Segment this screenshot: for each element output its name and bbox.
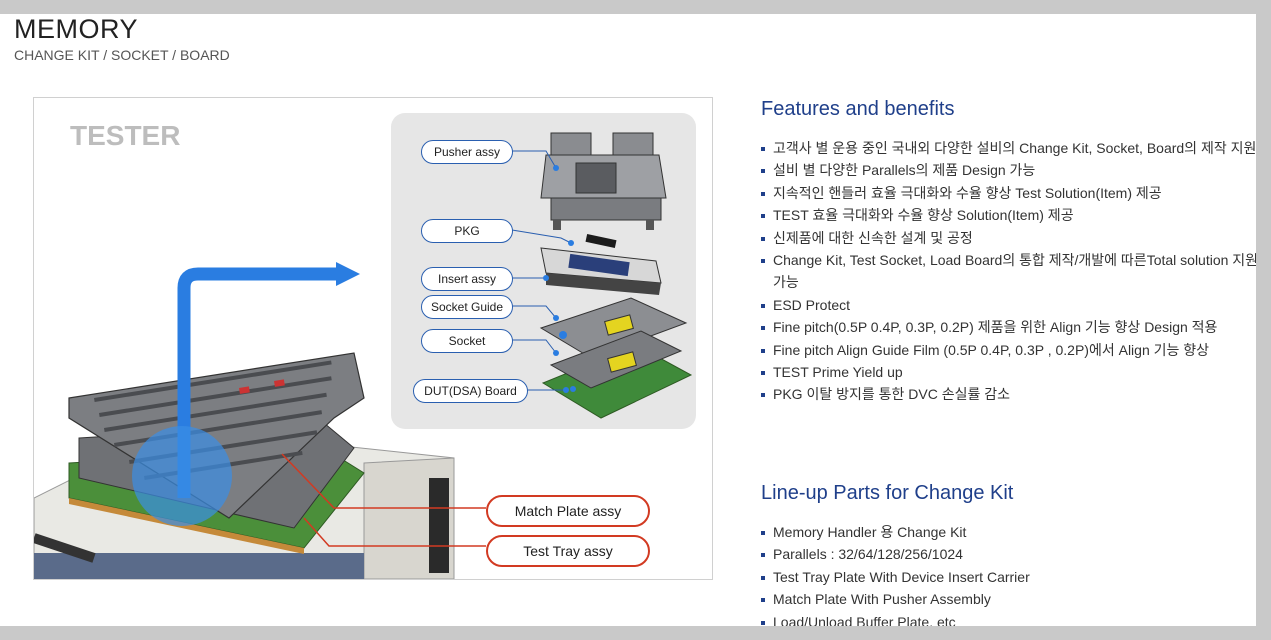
lineup-heading: Line-up Parts for Change Kit xyxy=(761,482,1014,504)
label-socket: Socket xyxy=(421,329,513,353)
label-dut-board: DUT(DSA) Board xyxy=(413,379,528,403)
pkg-part xyxy=(585,233,617,249)
exploded-parts-panel: Pusher assy PKG Insert assy Socket Guide… xyxy=(391,113,696,429)
label-match-plate-assy: Match Plate assy xyxy=(486,495,650,527)
label-pkg: PKG xyxy=(421,219,513,243)
label-insert-assy: Insert assy xyxy=(421,267,513,291)
list-item-text: Fine pitch(0.5P 0.4P, 0.3P, 0.2P) 제품을 위한… xyxy=(773,319,1218,336)
exploded-parts-illustration xyxy=(511,132,693,419)
pusher-part xyxy=(540,132,667,230)
label-socket-guide: Socket Guide xyxy=(421,295,513,319)
list-item: Memory Handler 용 Change Kit xyxy=(761,521,1256,543)
part-connector-lines xyxy=(511,150,572,391)
list-item-text: PKG 이탈 방지를 통한 DVC 손실률 감소 xyxy=(773,386,1011,403)
insert-part xyxy=(540,247,662,295)
tester-illustration xyxy=(34,262,486,579)
page-subtitle: CHANGE KIT / SOCKET / BOARD xyxy=(14,47,230,63)
list-item-text: 지속적인 핸들러 효율 극대화와 수율 향상 Test Solution(Ite… xyxy=(773,184,1162,201)
tester-cable xyxy=(34,533,96,563)
bullet-icon xyxy=(761,191,765,196)
bullet-icon xyxy=(761,214,765,219)
part-connector-dots xyxy=(543,165,574,393)
tester-label: TESTER xyxy=(70,120,181,151)
flow-arrow-head xyxy=(336,262,360,286)
bullet-icon xyxy=(761,326,765,331)
bullet-icon xyxy=(761,348,765,353)
test-tray-callout-line xyxy=(303,517,486,547)
bullet-icon xyxy=(761,303,765,308)
list-item: Load/Unload Buffer Plate, etc xyxy=(761,611,1256,626)
bullet-icon xyxy=(761,575,765,580)
list-item-text: Parallels : 32/64/128/256/1024 xyxy=(773,546,963,563)
list-item: Fine pitch(0.5P 0.4P, 0.3P, 0.2P) 제품을 위한… xyxy=(761,316,1256,338)
list-item: PKG 이탈 방지를 통한 DVC 손실률 감소 xyxy=(761,383,1256,405)
zoom-highlight xyxy=(132,426,232,526)
bullet-icon xyxy=(761,598,765,603)
bullet-icon xyxy=(761,236,765,241)
tester-cable-bundle xyxy=(429,478,449,573)
list-item: TEST 효율 극대화와 수율 향상 Solution(Item) 제공 xyxy=(761,204,1256,226)
list-item: 고객사 별 운용 중인 국내외 다양한 설비의 Change Kit, Sock… xyxy=(761,137,1256,159)
list-item: 신제품에 대한 신속한 설계 및 공정 xyxy=(761,227,1256,249)
bullet-icon xyxy=(761,531,765,535)
list-item: TEST Prime Yield up xyxy=(761,361,1256,383)
list-item: Fine pitch Align Guide Film (0.5P 0.4P, … xyxy=(761,339,1256,361)
test-board-edge xyxy=(69,498,304,554)
match-plate-callout-line xyxy=(281,453,486,509)
list-item-text: TEST Prime Yield up xyxy=(773,364,903,381)
match-plate-marker xyxy=(274,379,285,387)
features-heading: Features and benefits xyxy=(761,98,955,120)
list-item-text: ESD Protect xyxy=(773,296,851,313)
list-item-text: 고객사 별 운용 중인 국내외 다양한 설비의 Change Kit, Sock… xyxy=(773,140,1256,156)
list-item-text: 설비 별 다양한 Parallels의 제품 Design 가능 xyxy=(773,162,1036,179)
list-item-text: 신제품에 대한 신속한 설계 및 공정 xyxy=(773,229,973,246)
list-item: Parallels : 32/64/128/256/1024 xyxy=(761,543,1256,565)
bullet-icon xyxy=(761,259,765,264)
flow-arrow xyxy=(177,267,339,498)
list-item: Match Plate With Pusher Assembly xyxy=(761,588,1256,610)
bullet-icon xyxy=(761,147,765,151)
list-item-text: Load/Unload Buffer Plate, etc xyxy=(773,613,956,626)
bullet-icon xyxy=(761,393,765,398)
list-item-text: TEST 효율 극대화와 수율 향상 Solution(Item) 제공 xyxy=(773,207,1074,224)
page: MEMORY CHANGE KIT / SOCKET / BOARD xyxy=(0,14,1256,626)
match-plate-marker xyxy=(238,386,250,394)
list-item-text: Memory Handler 용 Change Kit xyxy=(773,524,967,540)
bullet-icon xyxy=(761,553,765,558)
list-item-text: Match Plate With Pusher Assembly xyxy=(773,591,991,608)
list-item-text: Change Kit, Test Socket, Load Board의 통합 … xyxy=(773,252,1256,291)
list-item: Test Tray Plate With Device Insert Carri… xyxy=(761,566,1256,588)
tester-diagram: TESTER xyxy=(33,97,713,580)
list-item-text: Test Tray Plate With Device Insert Carri… xyxy=(773,568,1030,585)
bullet-icon xyxy=(761,620,765,625)
dut-board-part xyxy=(541,330,693,419)
list-item: Change Kit, Test Socket, Load Board의 통합 … xyxy=(761,249,1256,294)
bullet-icon xyxy=(761,371,765,376)
list-item: ESD Protect xyxy=(761,294,1256,316)
page-title: MEMORY xyxy=(14,14,139,44)
label-test-tray-assy: Test Tray assy xyxy=(486,535,650,567)
list-item-text: Fine pitch Align Guide Film (0.5P 0.4P, … xyxy=(773,341,1210,358)
bullet-icon xyxy=(761,169,765,174)
features-list: 고객사 별 운용 중인 국내외 다양한 설비의 Change Kit, Sock… xyxy=(761,137,1256,406)
socket-guide-part xyxy=(539,297,688,359)
label-pusher-assy: Pusher assy xyxy=(421,140,513,164)
list-item: 설비 별 다양한 Parallels의 제품 Design 가능 xyxy=(761,159,1256,181)
list-item: 지속적인 핸들러 효율 극대화와 수율 향상 Test Solution(Ite… xyxy=(761,182,1256,204)
